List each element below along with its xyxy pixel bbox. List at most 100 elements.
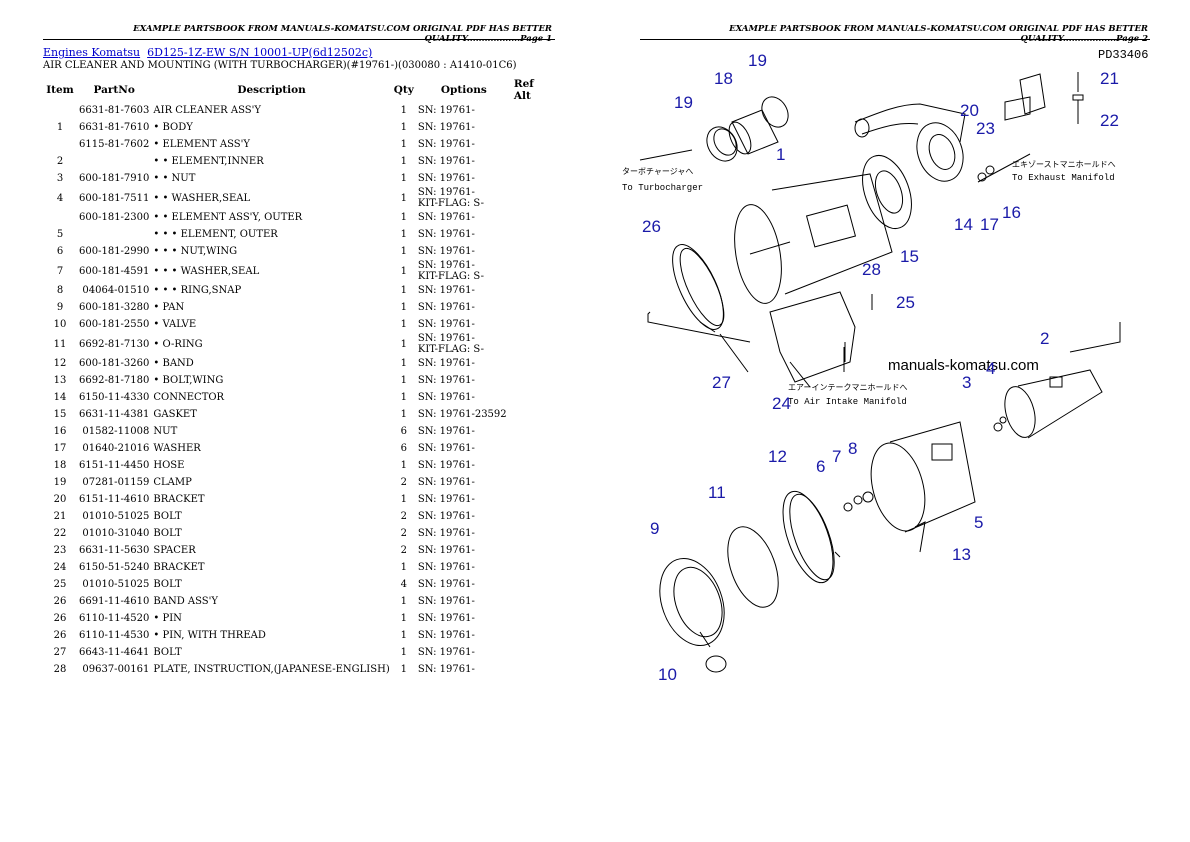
callout-5: 5 (974, 513, 983, 532)
washer-7-drawing (853, 495, 863, 505)
row-partno: 01640-21016 (82, 443, 150, 454)
row-item: 26 (53, 596, 67, 607)
row-options: SN: 19761- (417, 562, 475, 573)
row-qty: 1 (400, 139, 407, 150)
row-description: BRACKET (153, 494, 205, 505)
row-options: SN: 19761- (417, 664, 475, 675)
row-item: 4 (56, 192, 64, 204)
note-exhaust-en: To Exhaust Manifold (1012, 173, 1115, 183)
row-description: HOSE (153, 460, 185, 471)
callout-7: 7 (832, 447, 841, 466)
row-refalt (512, 559, 556, 576)
row-partno: 600-181-7511 (79, 192, 150, 204)
row-description: BAND ASS'Y (153, 596, 219, 607)
row-qty: 1 (400, 358, 407, 369)
row-options: SN: 19761- (417, 375, 475, 386)
leader-line-right (1069, 322, 1121, 353)
row-partno: 600-181-3280 (79, 302, 150, 313)
row-item: 14 (53, 392, 67, 403)
row-partno (77, 153, 151, 170)
valve-10-drawing (705, 655, 727, 673)
outer-element-5-drawing (870, 421, 976, 533)
row-partno: 6692-81-7180 (79, 375, 150, 386)
row-refalt (512, 187, 556, 209)
row-description: BOLT (153, 511, 182, 522)
row-item: 28 (53, 664, 67, 675)
row-qty: 1 (400, 192, 407, 204)
bracket-24-drawing (769, 291, 856, 388)
row-refalt (512, 316, 556, 333)
row-qty: 2 (400, 528, 407, 539)
row-item: 17 (53, 443, 67, 454)
page1-header: EXAMPLE PARTSBOOK FROM MANUALS-KOMATSU.C… (133, 24, 552, 44)
bolt-head-22-drawing (1072, 94, 1084, 101)
row-refalt (512, 119, 556, 136)
row-options: SN: 19761- KIT-FLAG: S- (417, 260, 484, 282)
row-partno: 01010-51025 (82, 579, 150, 590)
callout-25: 25 (896, 293, 915, 312)
row-options: SN: 19761- (417, 139, 475, 150)
row-qty: 1 (400, 265, 407, 277)
row-qty: 1 (400, 319, 407, 330)
row-refalt (512, 209, 556, 226)
row-item: 22 (53, 528, 67, 539)
row-qty: 1 (400, 122, 407, 133)
callout-4: 4 (986, 359, 995, 378)
row-qty: 1 (400, 212, 407, 223)
row-refalt (512, 260, 556, 282)
callout-17: 17 (980, 215, 999, 234)
row-item: 12 (53, 358, 67, 369)
row-description: • PAN (153, 302, 185, 313)
row-refalt (512, 576, 556, 593)
row-refalt (512, 644, 556, 661)
row-partno: 600-181-7910 (79, 173, 150, 184)
row-options: SN: 19761- KIT-FLAG: S- (417, 333, 484, 355)
row-options: SN: 19761- (417, 156, 475, 167)
row-partno: 6631-11-4381 (79, 409, 150, 420)
callout-2: 2 (1040, 329, 1049, 348)
row-options: SN: 19761- (417, 545, 475, 556)
row-description: • • • WASHER,SEAL (153, 265, 260, 277)
callout-23: 23 (976, 119, 995, 138)
row-options: SN: 19761- (417, 494, 475, 505)
nut-16-drawing (985, 165, 995, 175)
col-qty: Qty (393, 84, 414, 96)
row-refalt (512, 508, 556, 525)
row-options: SN: 19761- (417, 358, 475, 369)
row-description: BOLT (153, 528, 182, 539)
row-description: • BAND (153, 358, 194, 369)
row-qty: 1 (400, 302, 407, 313)
row-qty: 1 (400, 494, 407, 505)
breadcrumb-link-model[interactable]: 6D125-1Z-EW S/N 10001-UP(6d12502c) (147, 46, 373, 59)
breadcrumb: Engines Komatsu 6D125-1Z-EW S/N 10001-UP… (43, 46, 372, 59)
row-partno: 6631-81-7603 (79, 105, 150, 116)
row-item: 11 (53, 338, 67, 350)
row-refalt (512, 491, 556, 508)
row-description: • • ELEMENT,INNER (153, 156, 264, 167)
page1-header-rule (43, 39, 555, 40)
row-qty: 6 (400, 426, 407, 437)
wing-nut-6-drawing (843, 502, 853, 512)
row-description: GASKET (153, 409, 197, 420)
arrow-to-exhaust (977, 153, 1031, 183)
gasket-15-drawing (862, 155, 912, 229)
row-options: SN: 19761- (417, 460, 475, 471)
callout-22: 22 (1100, 111, 1119, 130)
row-refalt (512, 170, 556, 187)
row-item: 25 (53, 579, 67, 590)
callout-19-left: 19 (674, 93, 693, 112)
col-refalt: Ref Alt (513, 78, 534, 102)
row-options: SN: 19761- (417, 579, 475, 590)
row-options: SN: 19761-23592 (417, 409, 507, 420)
breadcrumb-link-engines[interactable]: Engines Komatsu (43, 46, 141, 59)
clamp-19-right-drawing (761, 96, 789, 128)
